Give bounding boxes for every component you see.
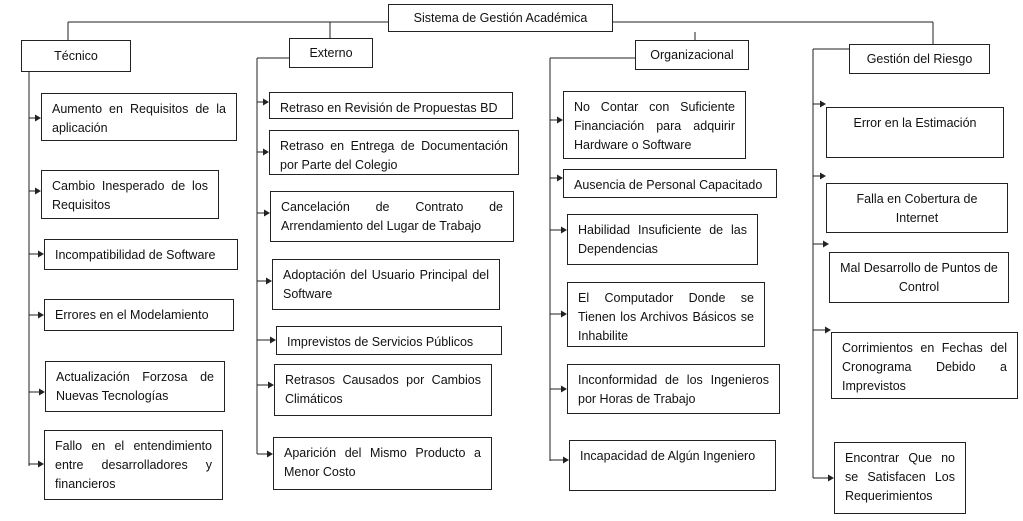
- category-externo: Externo: [289, 38, 373, 68]
- risk-item-organizacional-5: Inconformidad de los Ingenieros por Hora…: [567, 364, 780, 414]
- risk-item-gestion-riesgo-4-label: Corrimientos en Fechas del Cronograma De…: [842, 341, 1007, 393]
- arrowhead-gestion-riesgo-5: [828, 474, 834, 482]
- risk-item-externo-5: Imprevistos de Servicios Públicos: [276, 326, 502, 355]
- category-externo-label: Externo: [309, 45, 353, 60]
- arrowhead-tecnico-4: [38, 311, 44, 319]
- arrowhead-organizacional-3: [561, 226, 567, 234]
- arrowhead-externo-2: [263, 148, 269, 156]
- arrowhead-externo-5: [270, 336, 276, 344]
- risk-item-gestion-riesgo-5-label: Encontrar Que no se Satisfacen Los Reque…: [845, 451, 955, 503]
- risk-item-gestion-riesgo-3-label: Mal Desarrollo de Puntos de Control: [840, 261, 998, 294]
- risk-item-tecnico-1-label: Aumento en Requisitos de la aplicación: [52, 102, 226, 135]
- risk-item-organizacional-6-label: Incapacidad de Algún Ingeniero: [580, 449, 756, 463]
- root-node: Sistema de Gestión Académica: [388, 4, 613, 32]
- risk-item-organizacional-1-label: No Contar con Suficiente Financiación pa…: [574, 100, 735, 152]
- risk-item-organizacional-2: Ausencia de Personal Capacitado: [563, 169, 777, 198]
- risk-item-externo-1-label: Retraso en Revisión de Propuestas BD: [280, 101, 498, 115]
- risk-item-gestion-riesgo-4: Corrimientos en Fechas del Cronograma De…: [831, 332, 1018, 399]
- risk-item-tecnico-5-label: Actualización Forzosa de Nuevas Tecnolog…: [56, 370, 214, 403]
- risk-item-externo-3: Cancelación de Contrato de Arrendamiento…: [270, 191, 514, 242]
- risk-item-tecnico-6: Fallo en el entendimiento entre desarrol…: [44, 430, 223, 500]
- root-node-label: Sistema de Gestión Académica: [413, 10, 588, 25]
- risk-item-organizacional-5-label: Inconformidad de los Ingenieros por Hora…: [578, 373, 769, 406]
- arrowhead-tecnico-1: [35, 114, 41, 122]
- risk-item-gestion-riesgo-2: Falla en Cobertura de Internet: [826, 183, 1008, 233]
- risk-item-organizacional-4: El Computador Donde se Tienen los Archiv…: [567, 282, 765, 347]
- risk-item-externo-2: Retraso en Entrega de Documentación por …: [269, 130, 519, 175]
- risk-item-gestion-riesgo-3: Mal Desarrollo de Puntos de Control: [829, 252, 1009, 303]
- arrowhead-gestion-riesgo-4: [825, 326, 831, 334]
- risk-item-gestion-riesgo-1: Error en la Estimación: [826, 107, 1004, 158]
- risk-item-organizacional-1: No Contar con Suficiente Financiación pa…: [563, 91, 746, 159]
- arrowhead-externo-1: [263, 98, 269, 106]
- risk-item-externo-7: Aparición del Mismo Producto a Menor Cos…: [273, 437, 492, 490]
- arrowhead-externo-6: [268, 381, 274, 389]
- risk-item-tecnico-2: Cambio Inesperado de los Requisitos: [41, 170, 219, 219]
- arrowhead-organizacional-1: [557, 116, 563, 124]
- arrowhead-externo-4: [266, 277, 272, 285]
- risk-item-tecnico-5: Actualización Forzosa de Nuevas Tecnolog…: [45, 361, 225, 412]
- arrowhead-tecnico-2: [35, 187, 41, 195]
- risk-item-tecnico-6-label: Fallo en el entendimiento entre desarrol…: [55, 439, 212, 491]
- risk-item-tecnico-3-label: Incompatibilidad de Software: [55, 248, 216, 262]
- arrowhead-externo-3: [264, 209, 270, 217]
- category-tecnico: Técnico: [21, 40, 131, 72]
- risk-item-organizacional-3: Habilidad Insuficiente de las Dependenci…: [567, 214, 758, 265]
- risk-item-tecnico-4: Errores en el Modelamiento: [44, 299, 234, 331]
- arrowhead-gestion-riesgo-2: [820, 172, 826, 180]
- arrowhead-externo-7: [267, 450, 273, 458]
- risk-item-gestion-riesgo-1-label: Error en la Estimación: [853, 116, 977, 130]
- risk-item-externo-1: Retraso en Revisión de Propuestas BD: [269, 92, 513, 119]
- category-organizacional: Organizacional: [635, 40, 749, 70]
- risk-item-gestion-riesgo-5: Encontrar Que no se Satisfacen Los Reque…: [834, 442, 966, 514]
- risk-item-organizacional-2-label: Ausencia de Personal Capacitado: [574, 178, 763, 192]
- arrowhead-organizacional-5: [561, 385, 567, 393]
- risk-item-externo-7-label: Aparición del Mismo Producto a Menor Cos…: [284, 446, 481, 479]
- risk-item-tecnico-1: Aumento en Requisitos de la aplicación: [41, 93, 237, 141]
- risk-item-externo-6: Retrasos Causados por Cambios Climáticos: [274, 364, 492, 416]
- risk-item-externo-2-label: Retraso en Entrega de Documentación por …: [280, 139, 508, 172]
- arrowhead-tecnico-3: [38, 250, 44, 258]
- arrowhead-tecnico-6: [38, 460, 44, 468]
- arrowhead-organizacional-6: [563, 456, 569, 464]
- arrowhead-gestion-riesgo-3: [823, 240, 829, 248]
- arrowhead-gestion-riesgo-1: [820, 100, 826, 108]
- risk-item-externo-3-label: Cancelación de Contrato de Arrendamiento…: [281, 200, 503, 233]
- risk-item-tecnico-2-label: Cambio Inesperado de los Requisitos: [52, 179, 208, 212]
- risk-item-tecnico-4-label: Errores en el Modelamiento: [55, 308, 209, 322]
- risk-item-organizacional-3-label: Habilidad Insuficiente de las Dependenci…: [578, 223, 747, 256]
- category-gestion-riesgo-label: Gestión del Riesgo: [866, 51, 973, 66]
- arrowhead-organizacional-4: [561, 310, 567, 318]
- risk-item-organizacional-4-label: El Computador Donde se Tienen los Archiv…: [578, 291, 754, 343]
- category-organizacional-label: Organizacional: [650, 47, 734, 62]
- risk-item-externo-6-label: Retrasos Causados por Cambios Climáticos: [285, 373, 481, 406]
- risk-item-gestion-riesgo-2-label: Falla en Cobertura de Internet: [856, 192, 978, 225]
- arrowhead-organizacional-2: [557, 174, 563, 182]
- risk-item-organizacional-6: Incapacidad de Algún Ingeniero: [569, 440, 776, 491]
- risk-item-tecnico-3: Incompatibilidad de Software: [44, 239, 238, 270]
- risk-item-externo-5-label: Imprevistos de Servicios Públicos: [287, 335, 474, 349]
- category-tecnico-label: Técnico: [54, 48, 98, 63]
- risk-item-externo-4-label: Adoptación del Usuario Principal del Sof…: [283, 268, 489, 301]
- risk-item-externo-4: Adoptación del Usuario Principal del Sof…: [272, 259, 500, 310]
- arrowhead-tecnico-5: [39, 388, 45, 396]
- category-gestion-riesgo: Gestión del Riesgo: [849, 44, 990, 74]
